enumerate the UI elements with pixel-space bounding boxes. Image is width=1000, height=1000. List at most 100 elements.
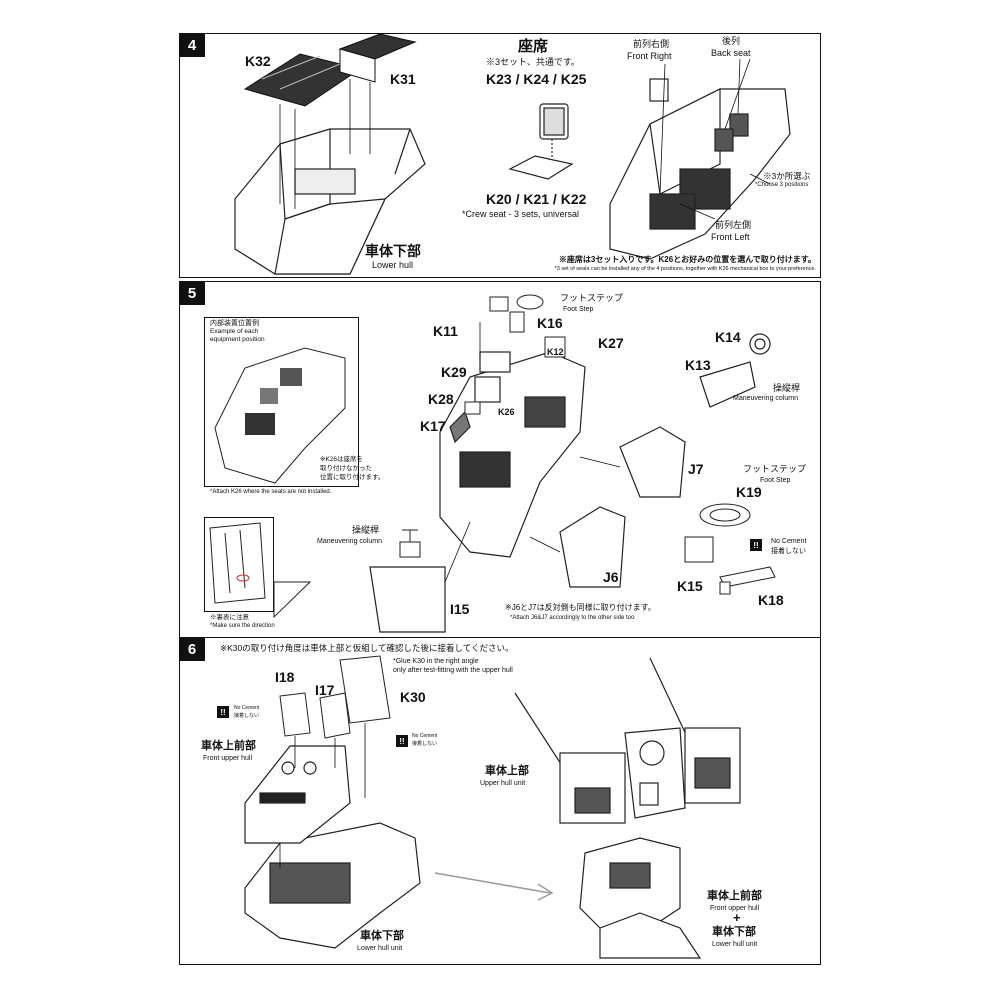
seat-title: 座席 xyxy=(518,38,549,55)
j6-part xyxy=(559,506,626,588)
no-cement-warning-icon: !! xyxy=(217,706,229,718)
step-4-illustration xyxy=(234,34,791,275)
upper-unit-jp: 車体上部 xyxy=(485,765,529,777)
label-k13: K13 xyxy=(685,357,711,373)
column-drawing xyxy=(399,529,421,558)
no-cement-jp-1: 接着しない xyxy=(234,713,260,719)
choose3-en: *Choose 3 positions xyxy=(755,182,809,188)
k19-drawing xyxy=(699,503,751,527)
hull-drawing xyxy=(439,351,586,558)
j7-part xyxy=(619,426,686,498)
step-number: 6 xyxy=(179,637,205,661)
front-upper-jp: 車体上前部 xyxy=(201,740,256,752)
label-j7: J7 xyxy=(688,461,704,477)
lower-hull-en: Lower hull xyxy=(372,260,414,270)
label-base-parts: K20 / K21 / K22 xyxy=(486,191,587,207)
front-right-jp: 前列右側 xyxy=(633,39,670,49)
k15-k18-drawing xyxy=(684,536,776,595)
inset-title-jp: 内部装置位置例 xyxy=(210,320,259,327)
crew-seat-drawing xyxy=(508,103,574,180)
column2-jp: 操縦桿 xyxy=(352,525,380,535)
crew-seat-note: *Crew seat - 3 sets, universal xyxy=(462,209,580,219)
label-k30: K30 xyxy=(400,689,426,705)
no-cement-en-1: No Cement xyxy=(234,705,260,711)
front-right-en: Front Right xyxy=(627,51,672,61)
label-k27: K27 xyxy=(598,335,624,351)
choose3-jp: ※3か所選ぶ xyxy=(763,171,811,181)
footstep-part xyxy=(516,294,544,310)
label-k15: K15 xyxy=(677,578,703,594)
equipment-position-inset xyxy=(204,317,359,487)
back-seat-en: Back seat xyxy=(711,48,751,58)
combined-lower-drawing xyxy=(579,837,702,959)
inset-hull-drawing xyxy=(214,347,346,484)
inset-note-jp2: 取り付けなかった xyxy=(320,465,372,472)
label-k31: K31 xyxy=(390,71,416,87)
k11-small-part xyxy=(489,296,509,312)
upper-hull-unit-drawing xyxy=(514,657,741,824)
label-k14: K14 xyxy=(715,329,741,345)
direction-drawing xyxy=(209,522,266,604)
label-k28: K28 xyxy=(428,391,454,407)
label-k16: K16 xyxy=(537,315,563,331)
inset-title-en2: equipment position xyxy=(210,336,265,343)
footnote-jp: ※座席は3セット入りです。K26とお好みの位置を選んで取り付けます。 xyxy=(558,255,816,264)
i17-part xyxy=(319,692,351,739)
label-k26: K26 xyxy=(498,407,515,417)
combo-front-jp: 車体上前部 xyxy=(707,890,762,902)
footnote-en: *3 set of seats can be installed any of … xyxy=(554,266,816,272)
step-5-illustration xyxy=(273,294,776,633)
assembly-arrow xyxy=(434,872,554,901)
label-k11: K11 xyxy=(433,323,458,339)
j6j7-note-jp: ※J6とJ7は反対側も同様に取り付けます。 xyxy=(505,603,656,612)
lower-hull-drawing xyxy=(234,128,426,275)
column-jp: 操縦桿 xyxy=(773,383,801,393)
inset-note-en: *Attach K26 where the seats are not inst… xyxy=(210,489,332,495)
lower-unit-jp: 車体下部 xyxy=(360,930,404,942)
label-j6: J6 xyxy=(603,569,619,585)
label-k32: K32 xyxy=(245,53,271,69)
glue-note-en1: *Glue K30 in the right angle xyxy=(393,658,479,665)
hull-with-seats-drawing xyxy=(609,78,791,260)
no-cement-en: No Cement xyxy=(771,538,807,545)
combo-plus: + xyxy=(733,910,741,925)
front-upper-hull-drawing xyxy=(244,745,351,844)
no-cement-en-2: No Cement xyxy=(412,733,438,739)
k28-part xyxy=(464,401,481,415)
k31-part xyxy=(338,34,417,83)
footstep-en: Foot Step xyxy=(563,306,594,313)
label-k17: K17 xyxy=(420,418,446,434)
step-number: 5 xyxy=(179,281,205,305)
label-k12: K12 xyxy=(547,347,564,357)
step-4-panel: 4 xyxy=(179,33,821,278)
footstep2-jp: フットステップ xyxy=(743,464,807,474)
k13-k14-drawing xyxy=(699,333,771,408)
k30-part xyxy=(339,655,391,724)
step-5-panel: 5 内部装置位置例 Example of each equipment posi… xyxy=(179,281,821,638)
label-i15: I15 xyxy=(450,601,470,617)
direction-jp: ※裏表に注意 xyxy=(210,614,249,621)
top-note-jp: ※K30の取り付け角度は車体上部と仮組して確認した後に接着してください。 xyxy=(220,643,514,653)
footstep-jp: フットステップ xyxy=(560,293,624,303)
combo-lower-jp: 車体下部 xyxy=(712,926,756,938)
back-seat-jp: 後列 xyxy=(722,36,741,46)
label-k18: K18 xyxy=(758,592,784,608)
glue-note-en2: only after test-fitting with the upper h… xyxy=(393,667,513,674)
label-back-parts: K23 / K24 / K25 xyxy=(486,71,587,87)
seat-note: ※3セット、共通です。 xyxy=(486,57,580,67)
i15-part xyxy=(369,566,446,633)
label-k29: K29 xyxy=(441,364,467,380)
front-left-jp: 前列左側 xyxy=(715,220,752,230)
direction-en: *Make sure the direction xyxy=(210,623,275,629)
inset-note-jp3: 位置に取り付けます。 xyxy=(320,474,385,481)
upper-unit-en: Upper hull unit xyxy=(480,780,526,787)
label-k19: K19 xyxy=(736,484,762,500)
i18-part xyxy=(279,692,311,737)
column2-en: Maneuvering column xyxy=(317,538,382,545)
no-cement-warning-icon: !! xyxy=(750,539,762,551)
step-6-panel: 6 xyxy=(179,637,821,965)
no-cement-warning-icon: !! xyxy=(396,735,408,747)
combo-front-en: Front upper hull xyxy=(710,905,760,912)
j6j7-note-en: *Attach J6&J7 accordingly to the other s… xyxy=(510,615,635,621)
no-cement-jp-2: 接着しない xyxy=(412,741,438,747)
